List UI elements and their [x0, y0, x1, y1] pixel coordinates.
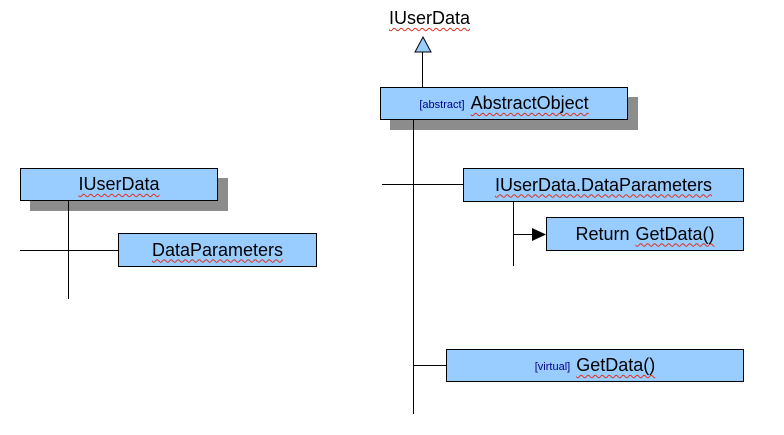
abstract-tag: [abstract]	[419, 98, 465, 111]
virtual-tag: [virtual]	[534, 360, 571, 373]
left-branch-line	[20, 250, 119, 251]
dataparameters-box-label: DataParameters	[151, 239, 284, 260]
method-branch-line	[413, 365, 447, 366]
call-arrow-line	[513, 234, 535, 235]
inheritance-line	[422, 52, 423, 87]
abstractobject-box[interactable]: [abstract] AbstractObject	[380, 87, 628, 120]
dataparameters-box[interactable]: DataParameters	[118, 233, 317, 267]
abstractobject-label: AbstractObject	[470, 93, 589, 113]
right-trunk-line	[413, 120, 414, 414]
return-getdata-label: GetData()	[635, 223, 715, 244]
iuserdata-dataparameters-box[interactable]: IUserData.DataParameters	[463, 168, 744, 202]
call-arrowhead-icon	[532, 228, 546, 241]
iuserdata-dataparameters-label: IUserData.DataParameters	[494, 174, 713, 195]
return-keyword: Return	[575, 223, 630, 244]
iuserdata-box-label: IUserData	[78, 174, 160, 194]
member-branch-line	[382, 184, 464, 185]
inheritance-arrow-icon	[414, 35, 432, 53]
virtual-getdata-label: GetData()	[576, 355, 656, 375]
virtual-getdata-box[interactable]: [virtual] GetData()	[446, 349, 744, 382]
iuserdata-interface-label: IUserData	[389, 8, 471, 28]
iuserdata-box[interactable]: IUserData	[20, 168, 218, 201]
return-getdata-box[interactable]: Return GetData()	[546, 217, 744, 251]
